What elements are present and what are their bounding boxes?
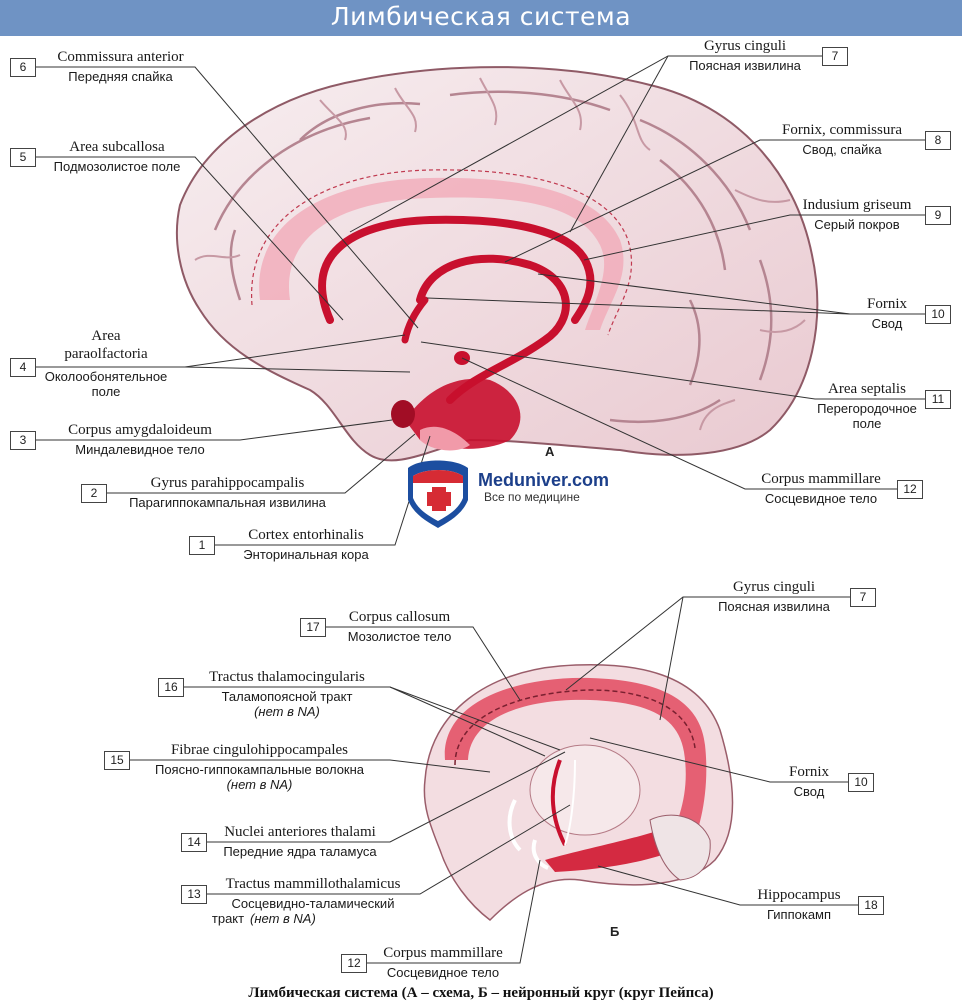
label-16-latin: Tractus thalamocingularis [209,669,365,685]
label-10b-latin: Fornix [788,764,829,780]
meduniver-brand[interactable]: Meduniver.com [478,470,610,490]
label-13-latin: Tractus mammillothalamicus [225,876,401,892]
label-15-russian: Поясно-гиппокампальные волокна [154,762,365,777]
label-12b-russian: Сосцевидное тело [386,965,500,980]
limbic-arc-a [318,215,595,451]
label-5-latin: Area subcallosa [69,139,165,155]
label-12b-number: 12 [341,954,367,973]
label-6-number: 6 [10,58,36,77]
label-13-russian-2: тракт [211,911,245,926]
brain-outline-a [175,66,819,462]
label-12a-russian: Сосцевидное тело [764,491,878,506]
label-4-russian-2: поле [91,384,121,399]
label-11-russian-2: поле [852,416,882,431]
label-13-number: 13 [181,885,207,904]
label-13-russian-1: Сосцевидно-таламический [231,896,395,911]
meduniver-logo-icon [408,460,468,528]
label-8-number: 8 [925,131,951,150]
panel-a-letter: А [545,444,555,459]
label-16-note: (нет в NA) [254,704,320,719]
label-15-note: (нет в NA) [226,777,293,792]
label-4-russian-1: Околообонятельное [44,369,168,384]
label-12a-number: 12 [897,480,923,499]
label-7b-russian: Поясная извилина [718,599,830,614]
panel-b-letter: Б [610,924,620,939]
label-8-russian: Свод, спайка [802,142,882,157]
label-14-russian: Передние ядра таламуса [223,844,377,859]
label-12b-latin: Corpus mammillare [383,945,503,961]
label-5-russian: Подмозолистое поле [53,159,181,174]
label-1-number: 1 [189,536,215,555]
label-2-number: 2 [81,484,107,503]
label-18-latin: Hippocampus [757,887,841,903]
label-2-latin: Gyrus parahippocampalis [150,475,305,491]
label-17-latin: Corpus callosum [348,609,451,625]
label-5-number: 5 [10,148,36,167]
label-10b-number: 10 [848,773,874,792]
label-17-russian: Мозолистое тело [347,629,452,644]
label-3-russian: Миндалевидное тело [75,442,205,457]
label-3-number: 3 [10,431,36,450]
label-14-number: 14 [181,833,207,852]
label-9-latin: Indusium griseum [802,197,912,213]
label-16-russian: Таламопоясной тракт [221,689,353,704]
page-title: Лимбическая система [330,2,632,31]
meduniver-tagline: Все по медицине [484,490,580,504]
label-18-russian: Гиппокамп [766,907,832,922]
cingulate-band-a [251,169,633,336]
label-4-latin-2: paraolfactoria [64,346,148,362]
label-9-number: 9 [925,206,951,225]
label-18-number: 18 [858,896,884,915]
label-1-russian: Энторинальная кора [243,547,369,562]
label-7b-latin: Gyrus cinguli [732,579,816,595]
title-banner: Лимбическая система [0,0,962,36]
label-11-number: 11 [925,390,951,409]
label-3-latin: Corpus amygdaloideum [68,422,212,438]
label-1-latin: Cortex entorhinalis [248,527,364,543]
label-15-latin: Fibrae cingulohippocampales [170,742,349,758]
leader-lines [36,55,925,964]
label-13-note: (нет в NA) [250,911,316,926]
label-8-latin: Fornix, commissura [782,122,902,138]
label-11-latin: Area septalis [828,381,906,397]
label-7a-latin: Gyrus cinguli [703,38,787,54]
label-6-russian: Передняя спайка [68,69,173,84]
label-9-russian: Серый покров [814,217,900,232]
label-15-number: 15 [104,751,130,770]
label-7a-russian: Поясная извилина [689,58,801,73]
label-12a-latin: Corpus mammillare [761,471,881,487]
brain-section-b [423,664,734,921]
label-10a-number: 10 [925,305,951,324]
label-2-russian: Парагиппокампальная извилина [129,495,326,510]
label-17-number: 17 [300,618,326,637]
label-10a-russian: Свод [871,316,903,331]
label-10b-russian: Свод [793,784,825,799]
label-14-latin: Nuclei anteriores thalami [224,824,376,840]
label-7b-number: 7 [850,588,876,607]
label-4-latin-1: Area [91,328,121,344]
label-6-latin: Commissura anterior [57,49,184,65]
label-7a-number: 7 [822,47,848,66]
figure-caption: Лимбическая система (А – схема, Б – нейр… [248,985,714,1001]
label-4-number: 4 [10,358,36,377]
label-16-number: 16 [158,678,184,697]
label-11-russian-1: Перегородочное [817,401,917,416]
label-10a-latin: Fornix [866,296,907,312]
